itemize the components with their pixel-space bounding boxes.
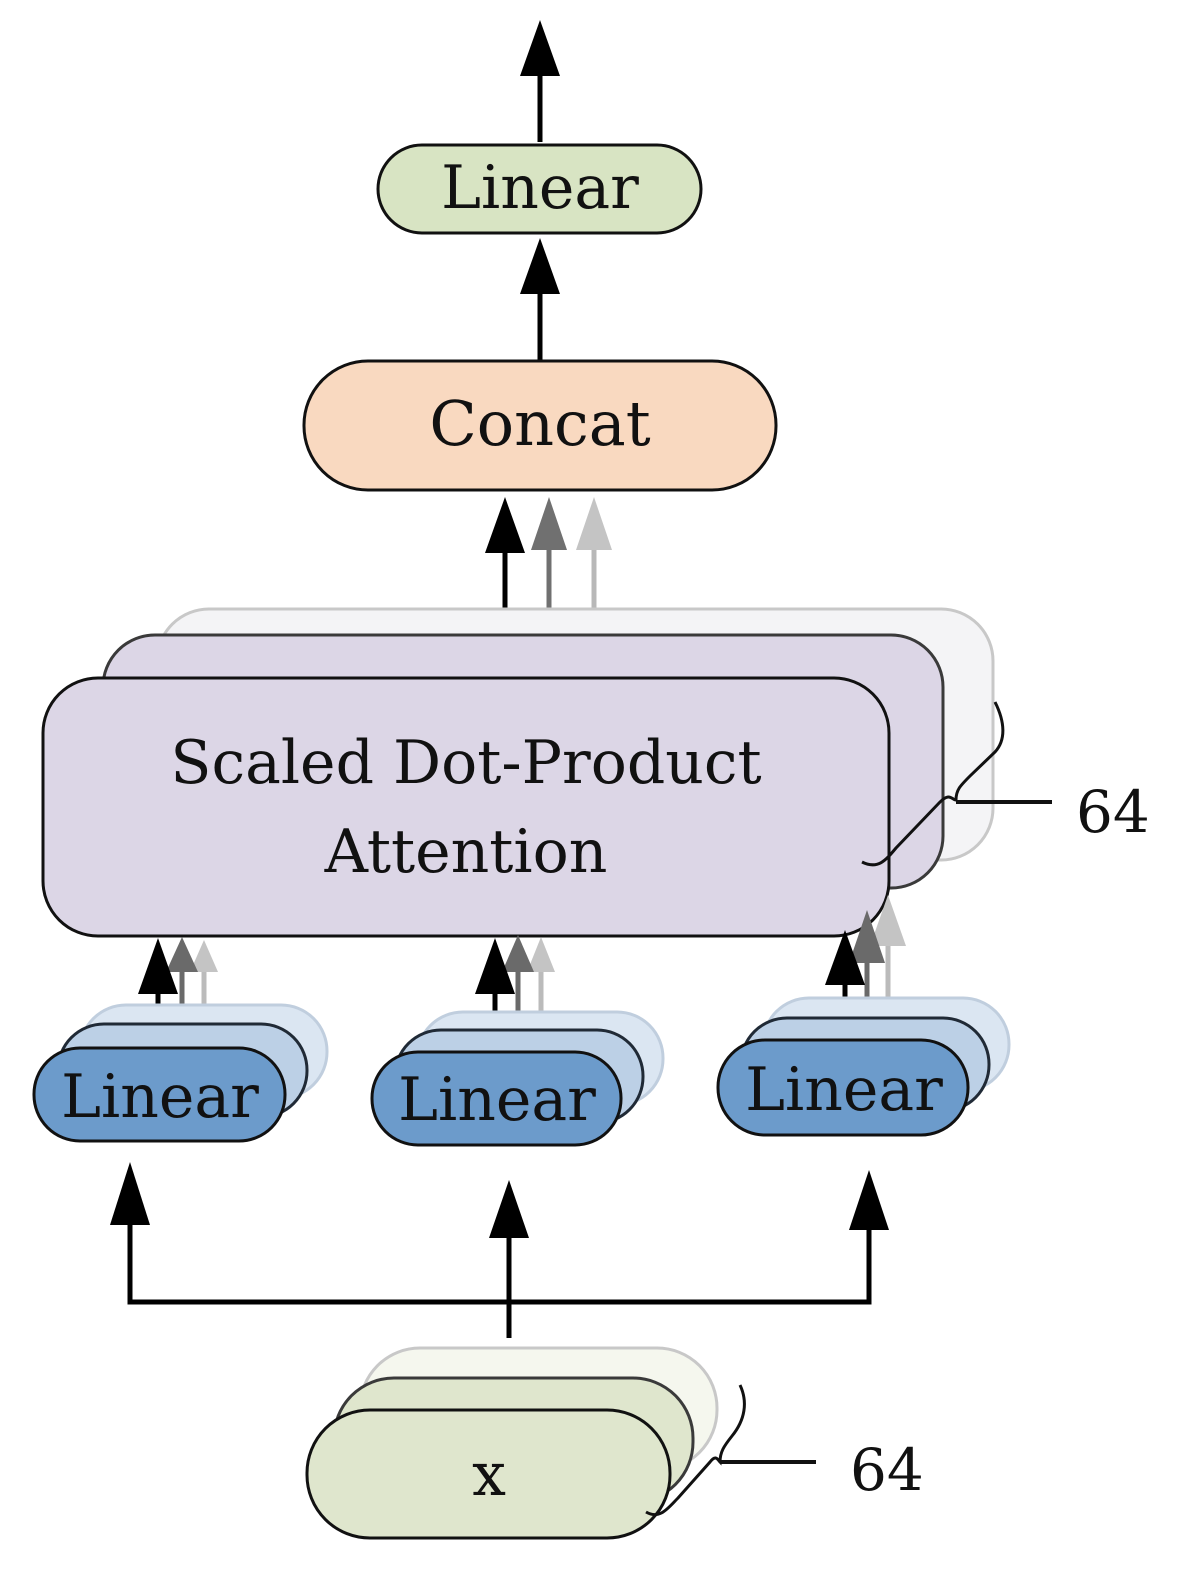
input-count-label: 64 bbox=[850, 1436, 924, 1504]
linear-q-stack: Linear bbox=[32, 1003, 329, 1143]
attention-head-stack: Scaled Dot-Product Attention bbox=[41, 607, 995, 938]
output-arrow bbox=[520, 20, 560, 142]
linear-top-label: Linear bbox=[441, 153, 639, 223]
linear-v-stack: Linear bbox=[716, 996, 1011, 1137]
linear-k-label: Linear bbox=[398, 1065, 596, 1135]
input-fanout-arrows bbox=[110, 1162, 889, 1338]
concat-node: Concat bbox=[302, 359, 778, 492]
heads-brace: 64 bbox=[861, 701, 1150, 867]
concat-to-linear-arrow bbox=[520, 238, 560, 360]
concat-label: Concat bbox=[429, 387, 650, 460]
linear-k-stack: Linear bbox=[370, 1010, 665, 1147]
heads-count-label: 64 bbox=[1076, 778, 1150, 846]
qkv-to-attention-arrows bbox=[138, 895, 906, 1052]
linear-q-label: Linear bbox=[61, 1062, 259, 1132]
input-x-label: x bbox=[472, 1440, 506, 1510]
input-x-stack: x bbox=[305, 1346, 719, 1540]
linear-v-label: Linear bbox=[745, 1055, 943, 1125]
input-brace: 64 bbox=[645, 1384, 924, 1517]
linear-top-node: Linear bbox=[376, 143, 703, 235]
attention-label-line1: Scaled Dot-Product bbox=[170, 728, 761, 798]
attention-label-line2: Attention bbox=[324, 817, 608, 887]
